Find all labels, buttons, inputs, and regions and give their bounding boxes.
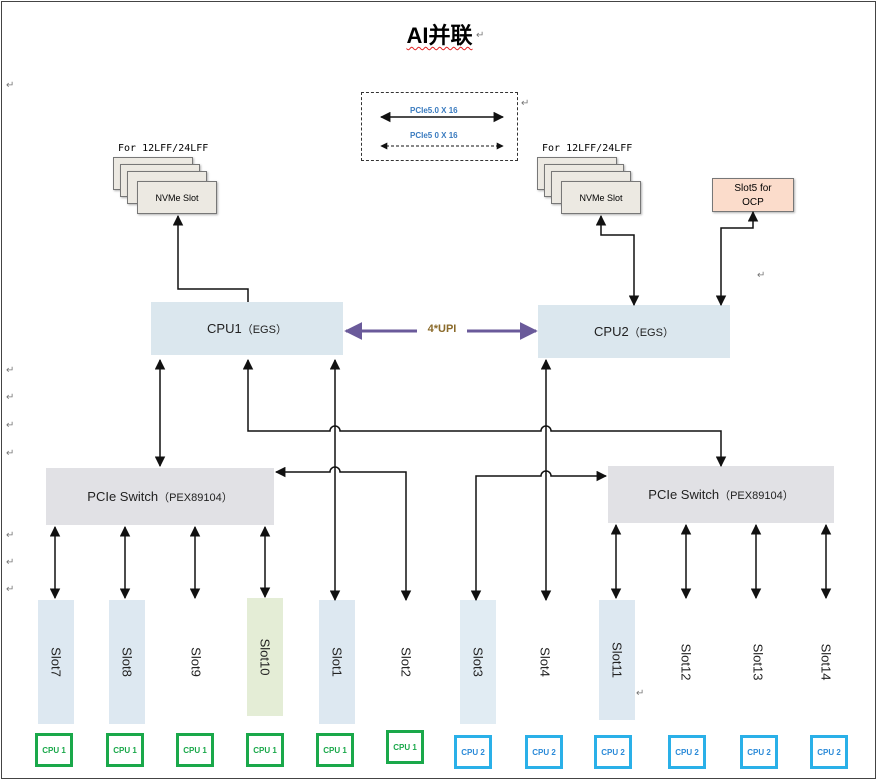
slot-12-cpu: CPU 2	[668, 735, 706, 769]
switch-right-name: PCIe Switch	[648, 487, 720, 502]
paragraph-mark: ↵	[521, 98, 530, 109]
upi-label-bg: 4*UPI	[417, 323, 467, 335]
slot-11-cpu: CPU 2	[594, 735, 632, 769]
paragraph-mark: ↵	[6, 448, 15, 459]
cpu2-nvme-link	[595, 214, 640, 307]
nvme-slot-left: NVMe Slot	[137, 181, 217, 214]
slot-11: Slot11	[599, 600, 635, 720]
lff-label-left: For 12LFF/24LFF	[118, 143, 209, 154]
slot-8-cpu: CPU 1	[106, 733, 144, 767]
ocp-slot: Slot5 for OCP	[712, 178, 794, 212]
slot-1-cpu: CPU 1	[316, 733, 354, 767]
slot-10-cpu: CPU 1	[246, 733, 284, 767]
cpu1-sub: （EGS）	[241, 323, 287, 336]
cpu2-sub: （EGS）	[628, 326, 674, 339]
paragraph-mark: ↵	[636, 688, 645, 699]
switch-right-sub: （PEX89104）	[719, 489, 794, 502]
paragraph-mark: ↵	[6, 584, 15, 595]
paragraph-mark: ↵	[6, 365, 15, 376]
cpu1-name: CPU1	[207, 321, 242, 336]
cpu1-block: CPU1（EGS）	[151, 302, 343, 355]
legend-label-dashed: PCIe5 0 X 16	[410, 131, 458, 140]
ocp-label-2: OCP	[742, 197, 764, 208]
slot-7-cpu: CPU 1	[35, 733, 73, 767]
legend-label-solid: PCIe5.0 X 16	[410, 106, 458, 115]
cpu1-nvme-link	[172, 214, 249, 302]
switch-left-slot2-link	[274, 466, 412, 602]
paragraph-mark: ↵	[6, 392, 15, 403]
pcie-switch-right: PCIe Switch（PEX89104）	[608, 466, 834, 523]
paragraph-mark: ↵	[476, 30, 485, 41]
cpu2-block: CPU2（EGS）	[538, 305, 730, 358]
slot-10: Slot10	[247, 598, 283, 716]
lff-label-right: For 12LFF/24LFF	[542, 143, 633, 154]
slot-3-cpu: CPU 2	[454, 735, 492, 769]
slot-1: Slot1	[319, 600, 355, 724]
pcie-switch-left: PCIe Switch（PEX89104）	[46, 468, 274, 525]
slot-4-cpu: CPU 2	[525, 735, 563, 769]
paragraph-mark: ↵	[6, 557, 15, 568]
slot-9-cpu: CPU 1	[176, 733, 214, 767]
nvme-slot-right-label: NVMe Slot	[579, 193, 623, 203]
nvme-slot-right: NVMe Slot	[561, 181, 641, 214]
slot-2-cpu: CPU 1	[386, 730, 424, 764]
switch-left-sub: （PEX89104）	[158, 491, 233, 504]
paragraph-mark: ↵	[6, 80, 15, 91]
slot-14-cpu: CPU 2	[810, 735, 848, 769]
ocp-label-1: Slot5 for	[734, 183, 772, 194]
paragraph-mark: ↵	[757, 270, 766, 281]
cpu1-switch-right-link	[242, 358, 727, 468]
link-legend	[361, 92, 518, 161]
switch-left-name: PCIe Switch	[87, 489, 159, 504]
nvme-slot-left-label: NVMe Slot	[155, 193, 199, 203]
switch-right-slot4-link	[470, 470, 608, 602]
cpu2-name: CPU2	[594, 324, 629, 339]
paragraph-mark: ↵	[6, 530, 15, 541]
paragraph-mark: ↵	[6, 420, 15, 431]
slot-8: Slot8	[109, 600, 145, 724]
slot-7: Slot7	[38, 600, 74, 724]
diagram-title: AI并联	[406, 23, 473, 48]
slot-13-cpu: CPU 2	[740, 735, 778, 769]
cpu2-ocp-link	[715, 210, 759, 307]
slot-3: Slot3	[460, 600, 496, 724]
